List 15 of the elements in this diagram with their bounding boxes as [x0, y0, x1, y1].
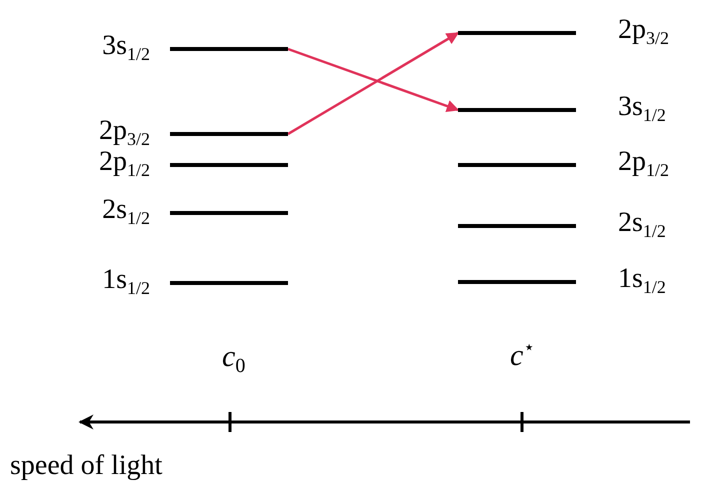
axis-label: speed of light	[10, 452, 162, 480]
level-label: 1s$_{1/2}$	[618, 264, 666, 296]
level-label: 2p$_{1/2}$	[618, 148, 670, 179]
level-label: 2s$_{1/2}$	[618, 208, 666, 240]
level-label: 2p$_{1/2}$	[98, 148, 150, 179]
level-label: 2p$_{3/2}$	[618, 16, 670, 47]
axis-tick-label: c$^{⋆}$	[510, 338, 534, 371]
level-label: 3s$_{1/2}$	[102, 32, 150, 63]
level-label: 2p$_{3/2}$	[98, 116, 150, 148]
axis-tick-label: c$_{0}$	[222, 342, 246, 376]
level-label: 1s$_{1/2}$	[102, 266, 150, 297]
arrow	[287, 32, 460, 136]
arrow	[288, 48, 460, 112]
level-label: 3s$_{1/2}$	[618, 92, 666, 124]
level-label: 2s$_{1/2}$	[102, 196, 150, 227]
